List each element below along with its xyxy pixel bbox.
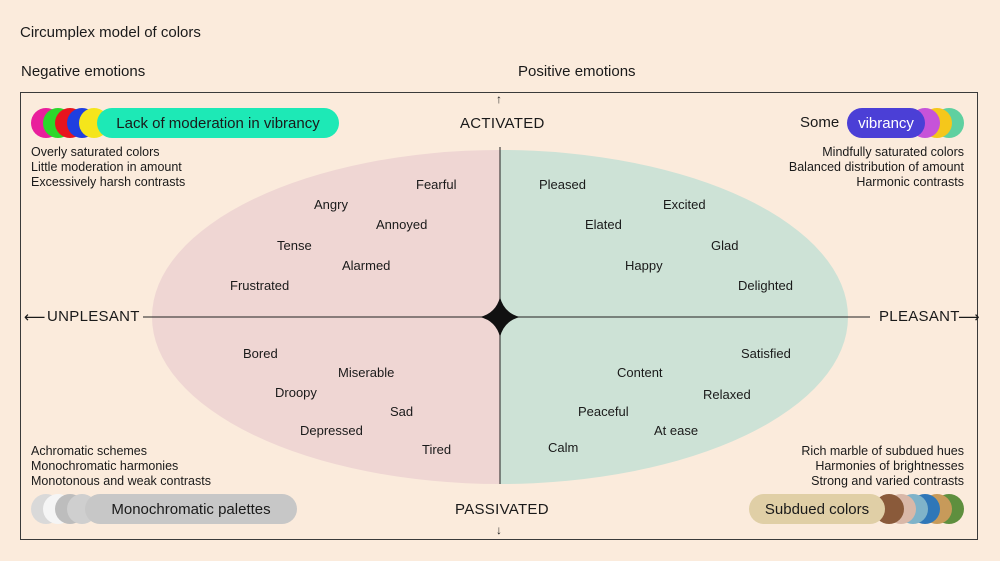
center-star-icon bbox=[480, 297, 520, 337]
top-left-description: Overly saturated colors Little moderatio… bbox=[31, 145, 185, 190]
emotion-miserable: Miserable bbox=[338, 365, 395, 380]
emotion-tense: Tense bbox=[277, 238, 312, 253]
monochromatic-palettes-pill: Monochromatic palettes bbox=[85, 494, 297, 524]
emotion-sad: Sad bbox=[390, 404, 414, 419]
arrow-right-icon: ⟶ bbox=[958, 309, 980, 326]
lack-of-moderation-pill: Lack of moderation in vibrancy bbox=[97, 108, 339, 138]
axis-label-passivated: PASSIVATED bbox=[455, 501, 549, 518]
emotion-annoyed: Annoyed bbox=[376, 217, 428, 232]
description-line: Achromatic schemes bbox=[31, 444, 148, 458]
vibrancy-pill: vibrancy bbox=[847, 108, 925, 138]
page-title: Circumplex model of colors bbox=[20, 24, 201, 41]
emotion-relaxed: Relaxed bbox=[703, 387, 751, 402]
arrow-left-icon: ⟵ bbox=[24, 309, 46, 326]
description-line: Little moderation in amount bbox=[31, 160, 182, 174]
emotion-elated: Elated bbox=[585, 217, 622, 232]
axis-label-activated: ACTIVATED bbox=[460, 115, 545, 132]
emotion-content: Content bbox=[617, 365, 663, 380]
subdued-colors-pill: Subdued colors bbox=[749, 494, 885, 524]
arrow-up-icon: ↑ bbox=[496, 92, 502, 106]
positive-emotions-header: Positive emotions bbox=[518, 63, 636, 80]
emotion-delighted: Delighted bbox=[738, 278, 793, 293]
emotion-glad: Glad bbox=[711, 238, 739, 253]
emotion-happy: Happy bbox=[625, 258, 663, 273]
description-line: Strong and varied contrasts bbox=[811, 474, 964, 488]
description-line: Monochromatic harmonies bbox=[31, 459, 179, 473]
description-line: Monotonous and weak contrasts bbox=[31, 474, 211, 488]
description-line: Mindfully saturated colors bbox=[822, 145, 964, 159]
emotion-frustrated: Frustrated bbox=[230, 278, 290, 293]
description-line: Overly saturated colors bbox=[31, 145, 160, 159]
axis-label-pleasant: PLEASANT bbox=[879, 308, 960, 325]
emotion-at-ease: At ease bbox=[654, 423, 699, 438]
negative-emotions-header: Negative emotions bbox=[21, 63, 146, 80]
diagram-frame bbox=[20, 92, 978, 540]
emotion-tired: Tired bbox=[422, 442, 452, 457]
top-right-description: Mindfully saturated colors Balanced dist… bbox=[789, 145, 964, 190]
emotion-pleased: Pleased bbox=[539, 177, 586, 192]
emotion-alarmed: Alarmed bbox=[342, 258, 391, 273]
emotion-bored: Bored bbox=[243, 346, 278, 361]
emotion-excited: Excited bbox=[663, 197, 706, 212]
description-line: Excessively harsh contrasts bbox=[31, 175, 186, 189]
emotion-droopy: Droopy bbox=[275, 385, 317, 400]
emotion-peaceful: Peaceful bbox=[578, 404, 629, 419]
description-line: Harmonies of brightnesses bbox=[815, 459, 964, 473]
description-line: Balanced distribution of amount bbox=[788, 160, 964, 174]
arrow-down-icon: ↓ bbox=[496, 523, 502, 537]
some-label: Some bbox=[800, 114, 840, 131]
description-line: Rich marble of subdued hues bbox=[801, 444, 964, 458]
emotion-angry: Angry bbox=[314, 197, 348, 212]
bottom-left-description: Achromatic schemes Monochromatic harmoni… bbox=[31, 444, 211, 489]
axis-label-unplesant: UNPLESANT bbox=[47, 308, 140, 325]
emotion-calm: Calm bbox=[548, 440, 579, 455]
description-line: Harmonic contrasts bbox=[856, 175, 964, 189]
bottom-right-description: Rich marble of subdued hues Harmonies of… bbox=[801, 444, 964, 489]
emotion-satisfied: Satisfied bbox=[741, 346, 791, 361]
emotion-depressed: Depressed bbox=[300, 423, 363, 438]
emotion-fearful: Fearful bbox=[416, 177, 457, 192]
